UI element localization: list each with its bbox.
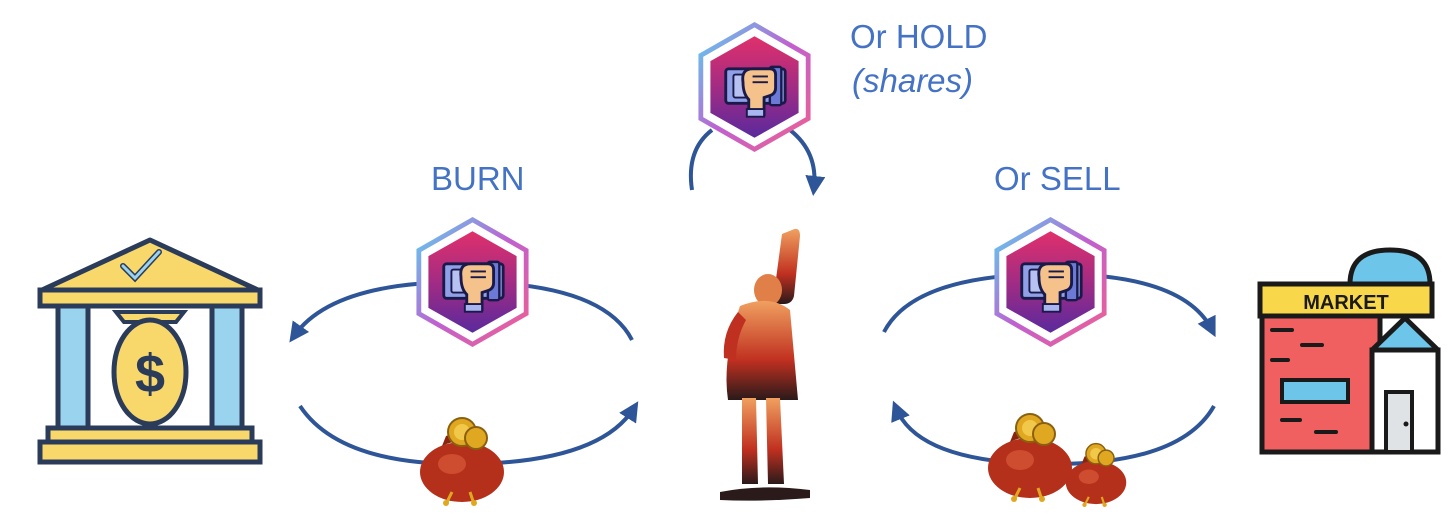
money-bag-icon-burn <box>418 416 506 506</box>
nft-token-icon-burn <box>419 220 526 345</box>
market-sign: MARKET <box>1303 292 1389 314</box>
money-bag-icon-sell-small <box>1064 442 1128 508</box>
person-raised-fist-icon <box>720 228 810 501</box>
market-icon: MARKET <box>1257 247 1441 455</box>
hold-arrow-left <box>688 128 714 191</box>
money-bag-icon-sell-large <box>986 412 1074 504</box>
nft-token-icon-sell <box>997 220 1104 345</box>
burn-label: BURN <box>431 160 525 197</box>
hold-arrow-right <box>788 128 826 196</box>
hold-label: Or HOLD <box>850 18 988 55</box>
bank-icon: $ <box>37 237 263 465</box>
bank-dollar-sign: $ <box>135 344 165 404</box>
hold-label-shares: (shares) <box>852 62 974 99</box>
sell-label: Or SELL <box>994 160 1121 197</box>
